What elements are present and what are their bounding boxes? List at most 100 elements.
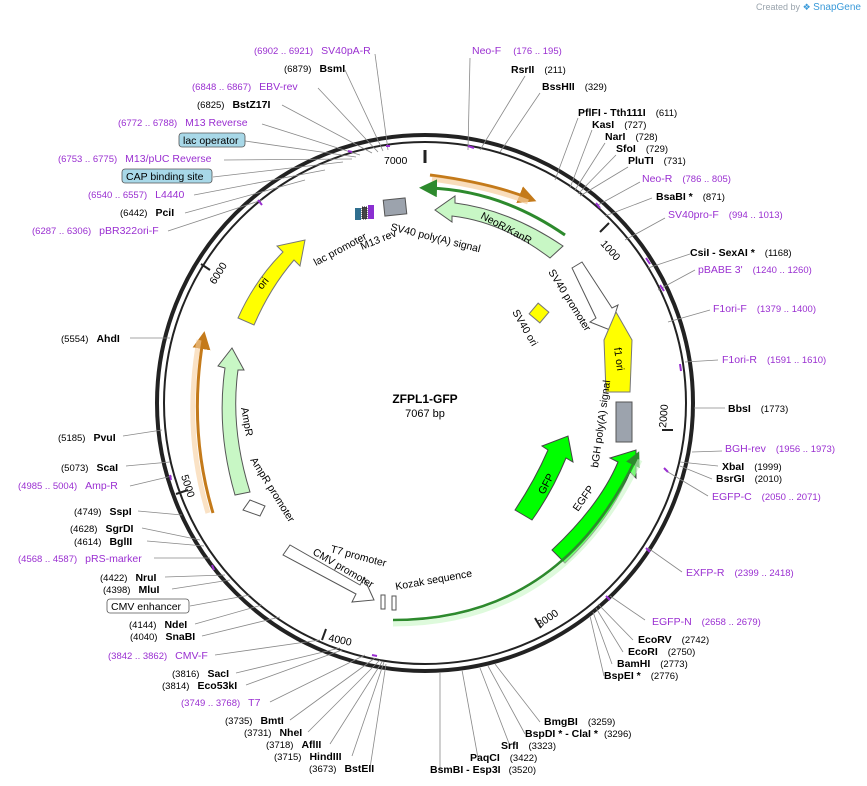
tick-3000: 3000 [535, 607, 561, 630]
plasmid-name: ZFPL1-GFP [392, 392, 457, 406]
label-exfp-r: EXFP-R(2399 .. 2418) [686, 567, 794, 579]
m13-rev-label: M13 rev [359, 227, 399, 253]
label-m13-puc: (6753 .. 6775)M13/pUC Reverse [58, 153, 212, 165]
m13-rev-block [355, 208, 361, 220]
label-scai: (5073)ScaI [61, 462, 118, 474]
snapgene-logo-icon: ❖ [802, 2, 811, 12]
neor-line [419, 179, 566, 237]
brand-name: SnapGene [813, 2, 861, 13]
label-t7: (3749 .. 3768)T7 [181, 697, 261, 709]
lac-promoter-label: lac promoter [312, 230, 370, 268]
label-srfi: SrfI(3323) [501, 740, 556, 752]
cmv-promoter-arrow [282, 544, 375, 603]
label-bsabi: BsaBI *(871) [656, 191, 725, 203]
right-leaders [439, 57, 725, 770]
label-pvui: (5185)PvuI [58, 432, 116, 444]
label-bspei: BspEI *(2776) [604, 670, 678, 682]
label-m13-reverse: (6772 .. 6788)M13 Reverse [118, 117, 248, 129]
minor-ticks [175, 222, 673, 641]
ori-label: ori [255, 275, 272, 292]
label-bsteii: (3673)BstEII [309, 763, 374, 775]
kozak-label: Kozak sequence [394, 568, 473, 593]
label-sv40pro-f: SV40pro-F(994 .. 1013) [668, 209, 783, 221]
label-ebv-rev: (6848 .. 6867)EBV-rev [192, 81, 298, 93]
label-bbsi: BbsI(1773) [728, 403, 788, 415]
label-mlui: (4398)MluI [103, 584, 160, 596]
label-xbai: XbaI(1999) [722, 461, 782, 473]
label-bamhi: BamHI(2773) [617, 658, 688, 670]
label-sgrdi: (4628)SgrDI [70, 523, 134, 535]
ampr-promoter-arrow [242, 499, 266, 517]
sv40-polya-label: SV40 poly(A) signal [389, 221, 481, 255]
cap-site-box: CAP binding site [121, 168, 213, 184]
f1-ori-label: f1 ori [611, 347, 626, 372]
label-saci: (3816)SacI [172, 668, 229, 680]
label-prs-marker: (4568 .. 4587)pRS-marker [18, 553, 142, 565]
label-nhei: (3731)NheI [244, 727, 302, 739]
cap-site-text: CAP binding site [126, 171, 204, 183]
label-nari: NarI(728) [605, 131, 658, 143]
label-bsmi: (6879)BsmI [284, 63, 345, 75]
tick-4000: 4000 [327, 632, 352, 649]
label-rsrii: RsrII(211) [511, 64, 566, 76]
label-sfoi: SfoI(729) [616, 143, 668, 155]
neor-kanr-arrow [434, 195, 564, 259]
label-hindiii: (3715)HindIII [274, 751, 342, 763]
label-bsmbi: BsmBI - Esp3I(3520) [430, 764, 536, 776]
bgh-polya-label: bGH poly(A) signal [589, 379, 613, 468]
tick-7000: 7000 [384, 155, 408, 167]
label-l4440: (6540 .. 6557)L4440 [88, 189, 185, 201]
egfp-outer-arc [392, 451, 640, 622]
label-bsrgi: BsrGI(2010) [716, 473, 782, 485]
label-pflfi: PflFI - Tth111I(611) [578, 107, 677, 119]
label-paqci: PaqCI(3422) [470, 752, 537, 764]
left-leaders [122, 53, 389, 769]
label-ecorv: EcoRV(2742) [638, 634, 709, 646]
label-bspdi: BspDI * - ClaI *(3296) [525, 728, 631, 740]
label-pcii: (6442)PciI [120, 207, 174, 219]
label-neo-r: Neo-R(786 .. 805) [642, 173, 731, 185]
sv40-ori-block [528, 302, 550, 324]
label-kasi: KasI(727) [592, 119, 646, 131]
tick-6000: 6000 [207, 260, 230, 286]
credit-prefix: Created by [756, 2, 801, 12]
ampr-arrow [217, 347, 251, 496]
f1-ori-arrow [603, 310, 633, 393]
bgh-polya-block [615, 401, 633, 443]
label-bmti: (3735)BmtI [225, 715, 284, 727]
plasmid-size: 7067 bp [405, 408, 445, 420]
label-bglii: (4614)BglII [74, 536, 132, 548]
snapgene-credit: Created by ❖ SnapGene [756, 2, 861, 13]
label-nrui: (4422)NruI [100, 572, 157, 584]
amp-primer-arc [192, 331, 215, 514]
ori-arrow [237, 239, 306, 326]
label-ndei: (4144)NdeI [129, 619, 187, 631]
tick-2000: 2000 [657, 404, 671, 428]
label-f1ori-r: F1ori-R(1591 .. 1610) [722, 354, 826, 366]
label-cmv-f: (3842 .. 3862)CMV-F [108, 650, 208, 662]
label-pluti: PluTI(731) [628, 155, 686, 167]
label-sspi: (4749)SspI [74, 506, 132, 518]
label-neo-f: Neo-F(176 .. 195) [472, 45, 562, 57]
label-pbr322ori-f: (6287 .. 6306)pBR322ori-F [32, 225, 159, 237]
label-egfp-n: EGFP-N(2658 .. 2679) [652, 616, 761, 628]
lac-operator-text: lac operator [183, 135, 239, 147]
cmv-enhancer-box: CMV enhancer [106, 598, 190, 614]
gfp-arrow [514, 435, 574, 521]
label-bmgbi: BmgBI(3259) [544, 716, 615, 728]
label-sv40pa-r: (6902 .. 6921)SV40pA-R [254, 45, 371, 57]
backbone-outer [155, 133, 695, 673]
label-aflii: (3718)AflII [266, 739, 321, 751]
lac-operator-box: lac operator [178, 132, 246, 148]
ampr-label: AmpR [238, 406, 255, 437]
label-csii: CsiI - SexAI *(1168) [690, 247, 792, 259]
right-label-group: Neo-F(176 .. 195) RsrII(211) BssHII(329)… [430, 45, 835, 776]
label-bstz17i: (6825)BstZ17I [197, 99, 270, 111]
sv40-polya-block [382, 197, 408, 217]
cmv-enhancer-text: CMV enhancer [111, 601, 182, 613]
label-pbabe: pBABE 3'(1240 .. 1260) [698, 264, 812, 276]
left-label-group: (6902 .. 6921)SV40pA-R (6879)BsmI (6848 … [18, 45, 374, 775]
label-amp-r: (4985 .. 5004)Amp-R [18, 480, 118, 492]
tick-1000: 1000 [598, 238, 623, 264]
